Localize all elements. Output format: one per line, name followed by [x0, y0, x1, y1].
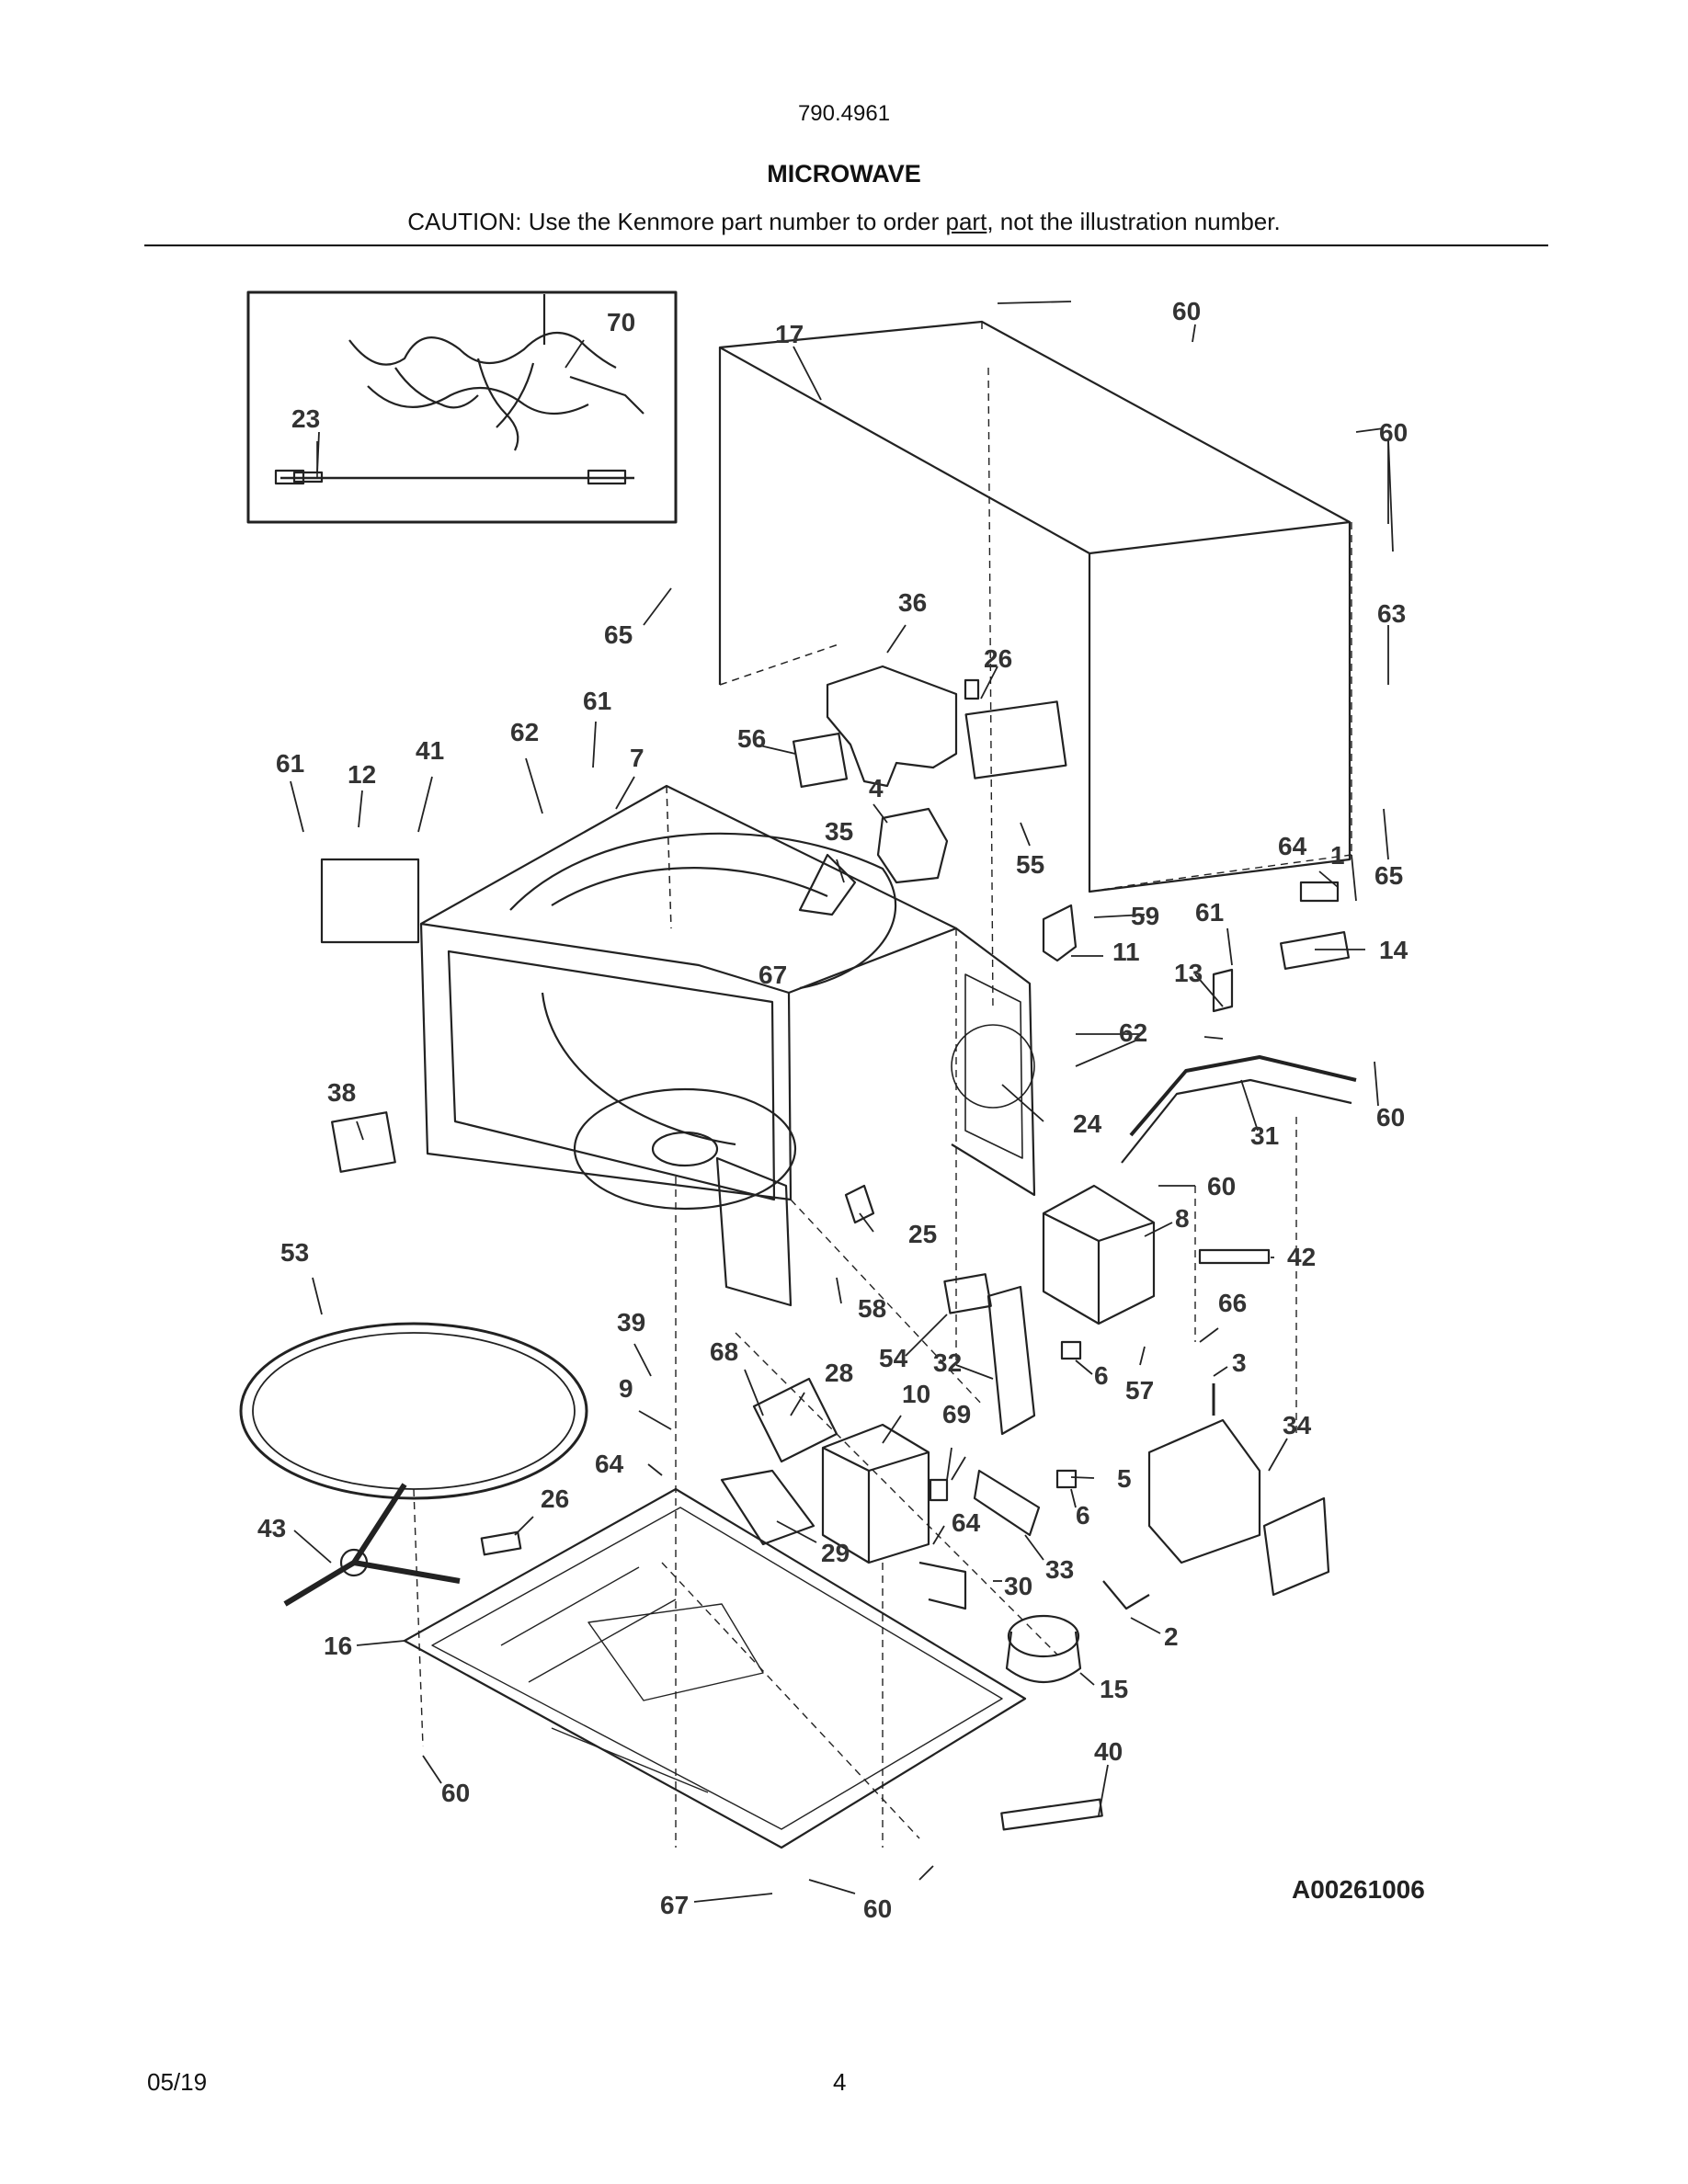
callout-9: 9 — [619, 1374, 633, 1403]
callout-54: 54 — [879, 1344, 908, 1372]
wiring-inset-box — [246, 290, 678, 524]
callout-24: 24 — [1073, 1109, 1102, 1138]
callout-39: 39 — [617, 1308, 645, 1337]
callout-61: 61 — [583, 687, 611, 715]
callout-26: 26 — [541, 1484, 569, 1513]
callout-63: 63 — [1377, 599, 1406, 628]
callout-61: 61 — [276, 749, 304, 778]
callout-3: 3 — [1232, 1348, 1247, 1377]
callout-11: 11 — [1112, 938, 1140, 966]
callout-53: 53 — [280, 1238, 309, 1267]
callout-6: 6 — [1076, 1501, 1090, 1530]
callout-61: 61 — [1195, 898, 1224, 927]
callout-38: 38 — [327, 1078, 356, 1107]
callout-64: 64 — [1278, 832, 1307, 860]
caution-prefix: CAUTION: Use the Kenmore part number to … — [407, 208, 946, 235]
callout-7: 7 — [630, 744, 644, 772]
callout-56: 56 — [737, 724, 766, 753]
callout-67: 67 — [758, 961, 787, 989]
callout-41: 41 — [416, 736, 444, 765]
callout-57: 57 — [1125, 1376, 1154, 1405]
callout-40: 40 — [1094, 1737, 1123, 1766]
callout-23: 23 — [291, 404, 320, 433]
callout-8: 8 — [1175, 1204, 1190, 1233]
callout-29: 29 — [821, 1539, 850, 1567]
callout-55: 55 — [1016, 850, 1044, 879]
callout-68: 68 — [710, 1337, 738, 1366]
callout-32: 32 — [933, 1348, 962, 1377]
callout-65: 65 — [1374, 861, 1403, 890]
callout-30: 30 — [1004, 1572, 1032, 1600]
callout-15: 15 — [1100, 1675, 1128, 1703]
callout-34: 34 — [1283, 1411, 1312, 1439]
callout-25: 25 — [908, 1220, 937, 1248]
header-divider — [144, 245, 1548, 246]
callout-14: 14 — [1379, 936, 1409, 964]
callout-69: 69 — [942, 1400, 971, 1428]
callout-60: 60 — [1207, 1172, 1236, 1200]
callout-60: 60 — [1376, 1103, 1405, 1132]
callout-60: 60 — [441, 1779, 470, 1807]
caution-text: CAUTION: Use the Kenmore part number to … — [0, 208, 1688, 236]
callout-64: 64 — [952, 1508, 981, 1537]
callout-5: 5 — [1117, 1464, 1132, 1493]
caution-suffix: , not the illustration number. — [987, 208, 1281, 235]
callout-6: 6 — [1094, 1361, 1109, 1390]
model-number: 790.4961 — [797, 101, 891, 126]
callout-62: 62 — [510, 718, 539, 746]
callout-13: 13 — [1174, 959, 1203, 987]
callout-60: 60 — [1172, 297, 1201, 325]
callout-17: 17 — [775, 320, 804, 348]
page-title: MICROWAVE — [767, 160, 921, 188]
callout-60: 60 — [1379, 418, 1408, 447]
callout-35: 35 — [825, 817, 853, 846]
callout-12: 12 — [348, 760, 376, 789]
callout-26: 26 — [984, 644, 1012, 673]
callout-36: 36 — [898, 588, 927, 617]
callout-16: 16 — [324, 1632, 352, 1660]
callout-59: 59 — [1131, 902, 1159, 930]
callout-60: 60 — [863, 1894, 892, 1923]
callout-31: 31 — [1250, 1121, 1279, 1150]
callout-2: 2 — [1164, 1622, 1179, 1651]
callout-65: 65 — [604, 620, 633, 649]
callout-66: 66 — [1218, 1289, 1247, 1317]
callout-42: 42 — [1287, 1243, 1316, 1271]
callout-64: 64 — [595, 1450, 624, 1478]
callout-33: 33 — [1045, 1555, 1074, 1584]
callout-70: 70 — [607, 308, 635, 336]
diagram-reference-code: A00261006 — [1292, 1875, 1425, 1904]
callout-28: 28 — [825, 1359, 853, 1387]
callout-1: 1 — [1330, 841, 1345, 870]
footer-date: 05/19 — [147, 2068, 208, 2096]
callout-43: 43 — [257, 1514, 286, 1542]
callout-10: 10 — [902, 1380, 930, 1408]
page-number: 4 — [833, 2068, 847, 2096]
callout-4: 4 — [869, 774, 884, 802]
callout-62: 62 — [1119, 1018, 1147, 1047]
callout-67: 67 — [660, 1891, 689, 1919]
callout-58: 58 — [858, 1294, 886, 1323]
caution-underlined-word: part — [945, 208, 987, 235]
